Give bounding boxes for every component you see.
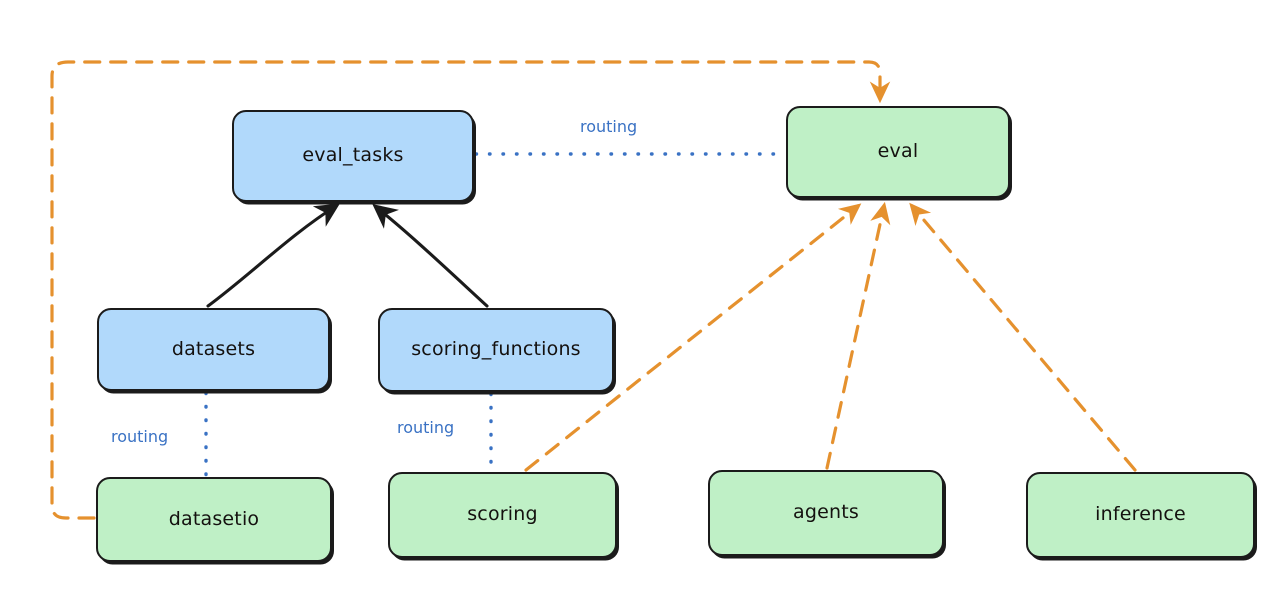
- node-scoring-label: scoring: [467, 503, 538, 526]
- node-datasets[interactable]: datasets: [97, 308, 330, 391]
- node-scoring-functions[interactable]: scoring_functions: [378, 308, 614, 392]
- node-eval[interactable]: eval: [786, 106, 1010, 198]
- node-agents-label: agents: [793, 501, 859, 524]
- node-datasets-label: datasets: [171, 337, 256, 360]
- node-eval-tasks-label: eval_tasks: [302, 144, 404, 167]
- node-eval-label: eval: [877, 140, 919, 163]
- edge-datasets-to-eval-tasks: [206, 203, 340, 308]
- edge-datasetio-to-eval: [50, 60, 891, 520]
- edge-label-routing-scoring-functions-scoring: routing: [397, 418, 455, 437]
- edge-label-routing-eval-tasks-eval: routing: [580, 117, 638, 136]
- node-scoring-functions-label: scoring_functions: [411, 338, 581, 361]
- edge-label-routing-datasets-datasetio: routing: [111, 427, 169, 446]
- node-agents[interactable]: agents: [708, 470, 944, 556]
- node-datasetio[interactable]: datasetio: [96, 477, 332, 562]
- edge-inference-to-eval: [909, 202, 1137, 472]
- node-eval-tasks[interactable]: eval_tasks: [232, 110, 474, 202]
- node-datasetio-label: datasetio: [168, 507, 260, 530]
- node-scoring[interactable]: scoring: [388, 472, 617, 558]
- edge-scoring-to-eval: [524, 203, 862, 472]
- edge-scoring-functions-to-eval-tasks: [372, 204, 489, 308]
- node-inference-label: inference: [1095, 503, 1186, 526]
- node-inference[interactable]: inference: [1026, 472, 1255, 558]
- edge-agents-to-eval: [825, 201, 891, 470]
